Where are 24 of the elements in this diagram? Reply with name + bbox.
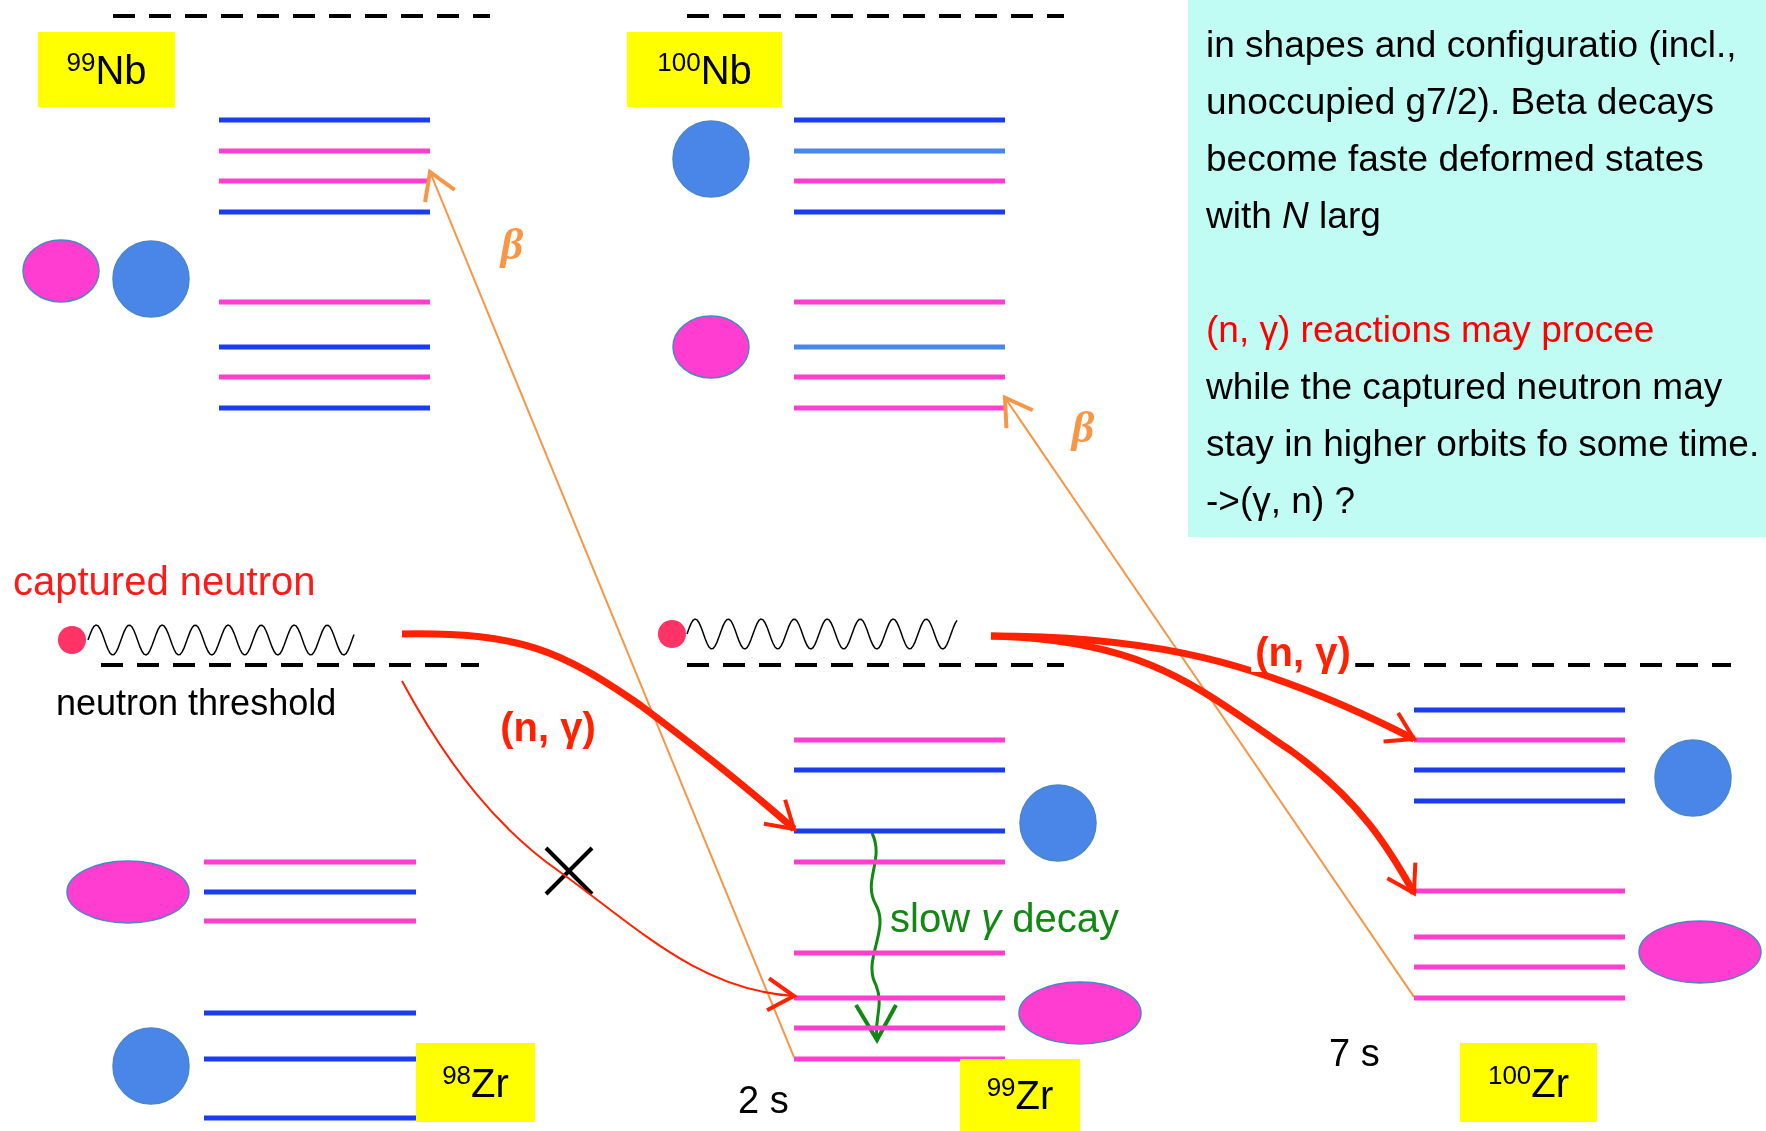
diagram-label: slow γ decay: [890, 895, 1119, 942]
arrow: [423, 170, 795, 1059]
note-text: (n, γ) reactions may procee: [1206, 308, 1656, 352]
nucleus-label: $^{99}$Zr: [960, 1059, 1080, 1131]
note-text: in shapes and configuratio (incl., unoccupied g7/2). Beta decays become faste deformed states with N larg: [1206, 23, 1738, 238]
arrow: [401, 680, 796, 1011]
arrow: [1003, 395, 1415, 998]
note-panel: [1188, 0, 1766, 537]
arrow: [402, 630, 797, 832]
note-text: while the captured neutron may stay in higher orbits fo some time. ->(γ, n) ?: [1206, 365, 1761, 523]
energy-levels-drawing: [794, 737, 1005, 1062]
diagram-label: captured neutron: [13, 558, 316, 605]
energy-levels-drawing: [204, 859, 416, 1121]
nucleus-label: $^{100}$Zr: [1460, 1043, 1597, 1122]
diagram-label: 7 s: [1329, 1031, 1380, 1076]
nucleus-label: $^{98}$Zr: [416, 1043, 535, 1122]
arrow: [990, 632, 1418, 896]
diagram-label: 2 s: [738, 1078, 789, 1123]
energy-levels-drawing: [794, 117, 1005, 411]
nucleus-label: $^{99}$Nb: [38, 32, 175, 107]
energy-levels-drawing: [1414, 707, 1625, 1001]
energy-levels-drawing: [219, 117, 430, 411]
diagram-label: neutron threshold: [56, 681, 337, 725]
nucleus-label: $^{100}$Nb: [627, 32, 782, 107]
